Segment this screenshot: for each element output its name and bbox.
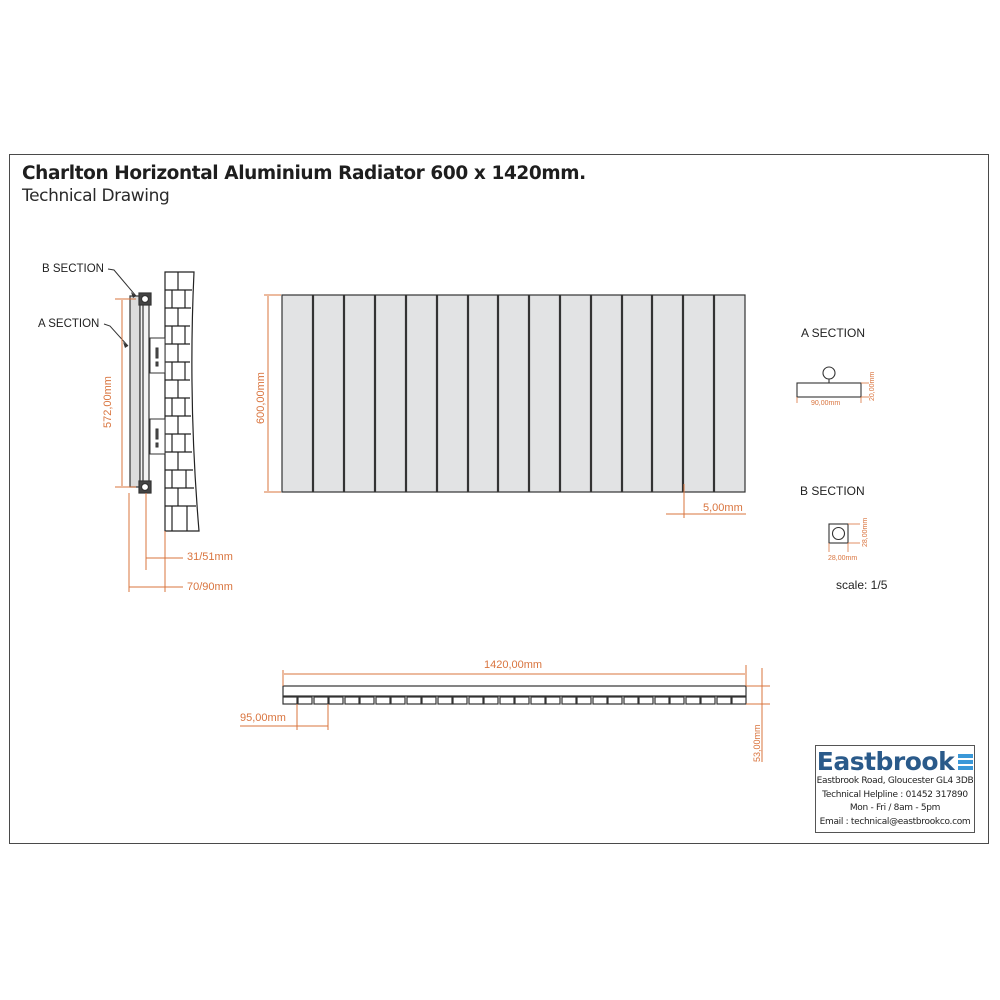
overall-width-dim: 1420,00mm: [484, 659, 543, 671]
page-title: Charlton Horizontal Aluminium Radiator 6…: [22, 163, 586, 184]
a-section-title: A SECTION: [801, 326, 866, 340]
front-height-dim: 600,00mm: [255, 372, 267, 424]
waves-icon: [958, 754, 974, 770]
b-section-width-dim: 28,00mm: [828, 555, 858, 562]
side-height-dim: 572,00mm: [102, 376, 114, 428]
b-section-title: B SECTION: [800, 484, 865, 498]
radiator-side-profile: [129, 292, 152, 494]
b-section-callout: B SECTION: [42, 263, 104, 275]
b-section-drawing: [828, 523, 849, 544]
a-section-height-dim: 20,00mm: [869, 371, 876, 401]
side-view: [103, 268, 200, 592]
a-section-drawing: [796, 366, 862, 398]
a-section-width-dim: 90,00mm: [811, 400, 841, 407]
depth-dim-70-90: 70/90mm: [187, 581, 233, 593]
company-logo: Eastbrook: [816, 749, 974, 775]
top-depth-dim: 53,00mm: [752, 724, 762, 762]
depth-dim-31-51: 31/51mm: [187, 551, 233, 563]
brick-wall: [164, 271, 200, 532]
top-view: [240, 665, 770, 762]
drawing-frame: [9, 154, 989, 844]
b-section-height-dim: 28,00mm: [862, 517, 869, 547]
company-name: Eastbrook: [816, 747, 955, 776]
pitch-dim: 95,00mm: [240, 712, 286, 724]
company-hours: Mon - Fri / 8am - 5pm: [849, 803, 941, 813]
wall-brackets: [149, 337, 166, 455]
page-subtitle: Technical Drawing: [22, 186, 170, 206]
company-email: Email : technical@eastbrookco.com: [819, 816, 971, 827]
company-helpline: Technical Helpline : 01452 317890: [822, 789, 968, 800]
company-address: Eastbrook Road, Gloucester GL4 3DB: [816, 776, 974, 786]
a-section-callout: A SECTION: [38, 318, 100, 330]
company-info-box: Eastbrook Eastbrook Road, Gloucester GL4…: [815, 745, 975, 833]
front-view: [264, 294, 746, 518]
gap-dim: 5,00mm: [703, 502, 743, 514]
scale-label: scale: 1/5: [836, 578, 888, 592]
